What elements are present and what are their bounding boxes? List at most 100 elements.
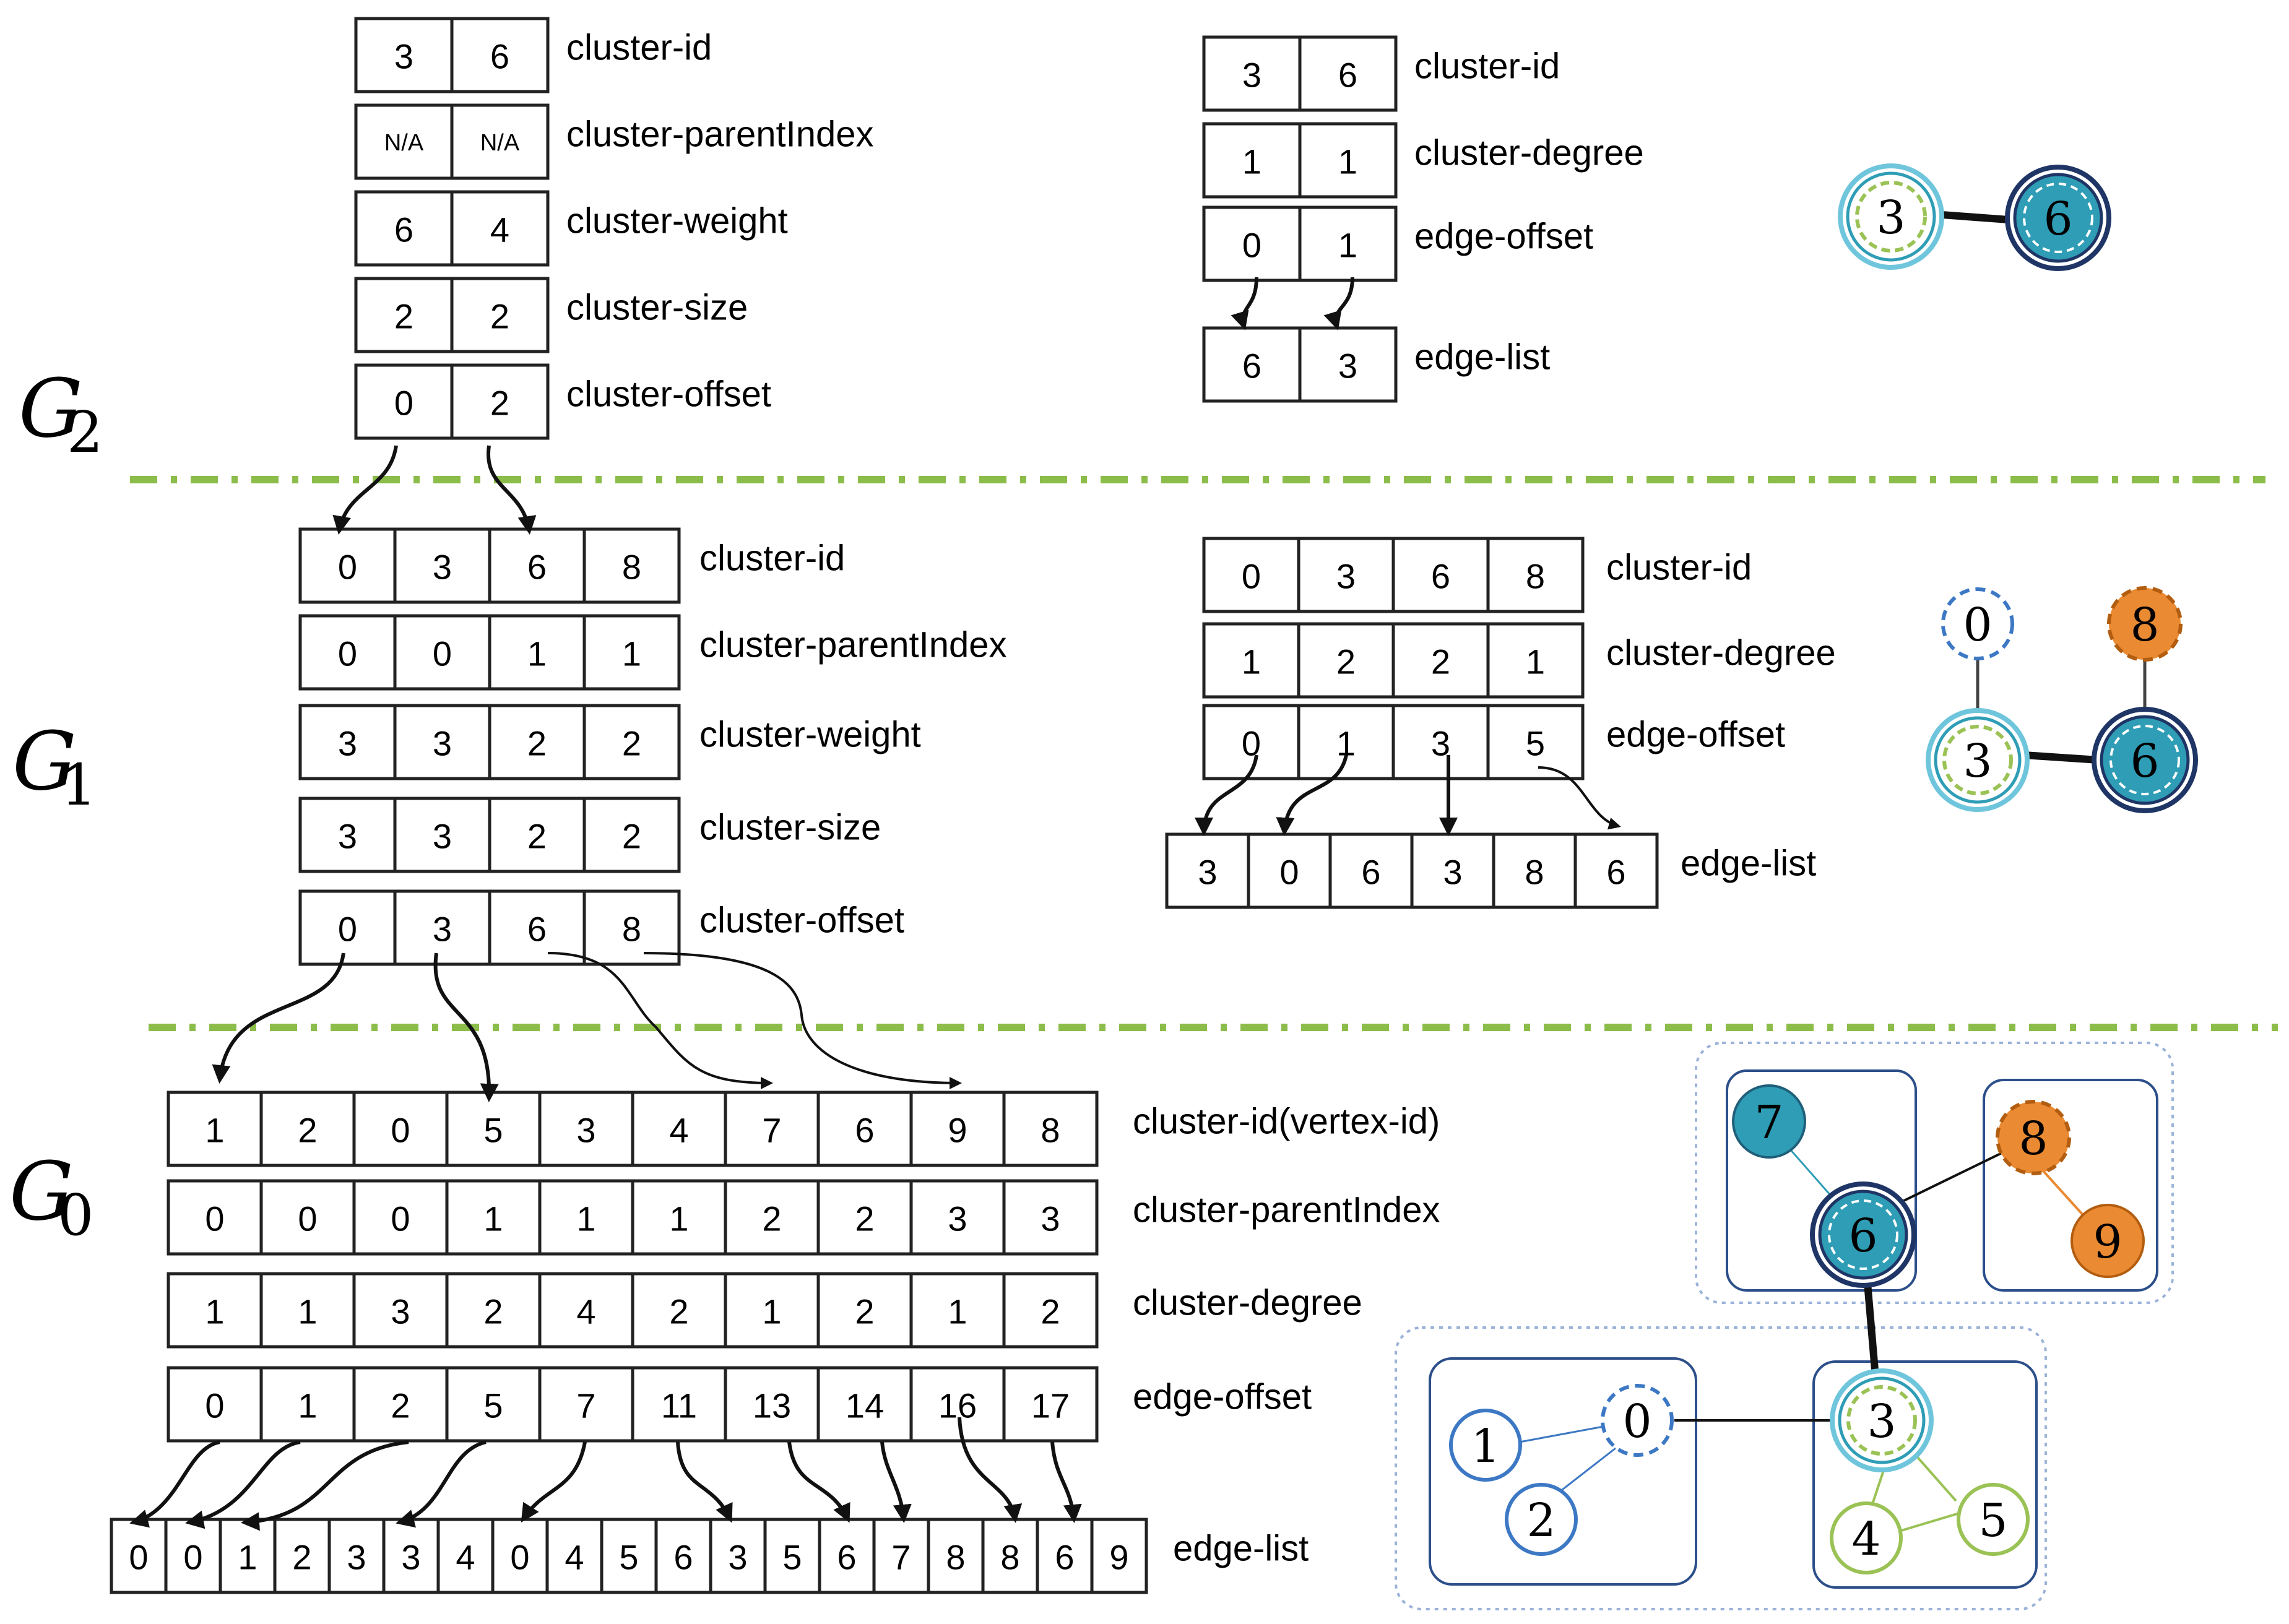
g1-graph-table-row-2-label: edge-offset: [1606, 715, 1785, 755]
g0-node-2-label: 2: [1526, 1494, 1556, 1547]
g1-edge-list-cell-value: 3: [1198, 853, 1217, 892]
g0-edge-list-cell-value: 3: [347, 1538, 366, 1577]
g1-cluster-table-row-0-cell: [582, 527, 681, 604]
g1-cluster-table-row-1-cell-value: 0: [338, 634, 357, 673]
g2-cluster-table-row-4-label: cluster-offset: [566, 374, 771, 415]
g0-node-4-label: 4: [1851, 1513, 1880, 1566]
g0-cluster-table-row-1-cell-value: 2: [762, 1199, 781, 1238]
g2-cluster-table-row-4-cell-value: 0: [394, 384, 413, 423]
g1-cluster-table-row-3-cell-value: 2: [527, 817, 547, 856]
g0-cluster-table-row-3-cell: [1002, 1366, 1099, 1443]
level-label-g0-letter: G: [9, 1144, 74, 1238]
g0-cluster-table-row-1-cell-value: 2: [855, 1199, 874, 1238]
g0-node-3: 3: [1830, 1368, 1934, 1472]
g0-cluster-table-row-3-cell-value: 14: [846, 1386, 884, 1425]
g0-node-7: 7: [1732, 1084, 1806, 1159]
g0-edge-list-cell-value: 6: [673, 1538, 693, 1577]
g1-cluster-table-row-0-cell: [488, 527, 586, 604]
g0-cluster-table-row-1-cell-value: 0: [298, 1199, 317, 1238]
g2-cluster-table-row-0-label: cluster-id: [566, 28, 712, 68]
g0-cluster-table-row-3-cell-value: 13: [753, 1386, 791, 1425]
g1-cluster-table-row-1-label: cluster-parentIndex: [699, 625, 1006, 665]
g0-cluster-table-row-0-cell: [167, 1091, 263, 1167]
g0-cluster-table-row-2-cell-value: 3: [391, 1292, 410, 1331]
g0-edge-list-cell-value: 9: [1109, 1538, 1128, 1577]
g1-edge-list-label: edge-list: [1681, 844, 1816, 884]
arrow-g0-edge-9: [1050, 1441, 1082, 1523]
g2-cluster-table-row-4-cell-value: 2: [490, 384, 509, 423]
g0-node-0: 0: [1601, 1384, 1674, 1457]
g2-cluster-table-row-4-cell: [354, 363, 454, 440]
g0-edge-list-cell-value: 8: [1000, 1538, 1019, 1577]
g0-cluster-box-3: [1812, 1360, 2038, 1589]
g0-cluster-table-row-1-cell-value: 3: [1041, 1199, 1060, 1238]
arrow-g2-offset-1: [486, 445, 537, 535]
arrow-g0-edge-4: [521, 1441, 587, 1523]
g0-cluster-table-row-0-cell: [1002, 1091, 1099, 1167]
g0-cluster-table-row-3-cell: [445, 1366, 542, 1443]
g0-node-6: 6: [1810, 1181, 1916, 1288]
g0-cluster-table-row-3-cell-value: 0: [205, 1386, 224, 1425]
graph-g1-edge-3-6: [2023, 751, 2099, 764]
g0-cluster-table-row-2-cell: [445, 1272, 542, 1349]
g0-cluster-table-row-2-cell: [909, 1272, 1006, 1349]
g0-cluster-table-row-0-cell: [445, 1091, 542, 1167]
g0-edge-list-cell-value: 8: [946, 1538, 965, 1577]
g0-cluster-table-row-2-cell: [538, 1272, 634, 1349]
g1-cluster-table-row-1-cell: [393, 614, 491, 691]
g2-cluster-table-row-0-cell-value: 3: [394, 37, 413, 76]
graph-g2-node-3: 3: [1838, 163, 1944, 270]
g1-cluster-table-row-4-cell: [298, 889, 397, 966]
graph-g2-node-3-label: 3: [1876, 191, 1905, 244]
g1-cluster-table-row-2-cell-value: 2: [527, 724, 547, 763]
g2-cluster-table-row-1-cell-value: N/A: [480, 130, 520, 156]
g0-node-1-label: 1: [1471, 1420, 1500, 1473]
graph-g1-node-3: 3: [1926, 708, 2030, 812]
g2-graph-table-row-2-cell: [1202, 205, 1302, 282]
g0-cluster-table-row-0-cell-value: 4: [669, 1111, 688, 1150]
g1-graph-table-row-0-label: cluster-id: [1606, 548, 1752, 588]
graph-g1-node-6: 6: [2092, 707, 2198, 813]
g1-edge-list-cell-value: 3: [1443, 853, 1462, 892]
g0-node-7-label: 7: [1754, 1096, 1783, 1149]
arrow-g1-offset-1: [433, 952, 499, 1102]
graph-g1: 0 8 3 6: [1926, 586, 2198, 813]
level-label-g2-sub: 2: [67, 399, 103, 465]
g1-cluster-table-row-3-cell: [393, 797, 491, 873]
g1-edge-list-cell-value: 6: [1361, 853, 1380, 892]
arrow-g0-edge-2: [241, 1440, 409, 1531]
g1-cluster-table-row-3-cell: [582, 797, 681, 873]
g2-cluster-table-row-3-label: cluster-size: [566, 288, 748, 328]
arrow-g1-edge-1: [1276, 754, 1348, 836]
g0-edge-list-cell: [273, 1518, 331, 1594]
arrow-g2-offset-0: [332, 445, 398, 535]
level-label-g0: G 0: [9, 1144, 94, 1248]
g1-cluster-table-row-1-cell-value: 0: [433, 634, 452, 673]
g2-cluster-table-row-3-cell: [450, 277, 550, 353]
g1-graph-table-row-0-cell-value: 3: [1336, 557, 1356, 596]
g0-cluster-table-row-0-cell-value: 6: [855, 1111, 874, 1150]
g2-graph-table-row-0-cell-value: 6: [1338, 56, 1357, 95]
g0-edge-list-cell-value: 6: [1055, 1538, 1074, 1577]
g0-edge-list-cell-value: 3: [401, 1538, 420, 1577]
g1-graph-table-row-2-cell: [1486, 704, 1585, 780]
g0-node-3-label: 3: [1867, 1395, 1896, 1448]
g0-edge-list-cell: [927, 1518, 985, 1594]
g0-cluster-table-row-3-cell-value: 17: [1031, 1386, 1070, 1425]
g0-cluster-table-row-3-cell-value: 5: [483, 1386, 503, 1425]
g0-cluster-box-0: [1429, 1357, 1697, 1586]
g0-edge-list-cell-value: 5: [782, 1538, 802, 1577]
g0-cluster-table-row-2-cell-value: 1: [762, 1292, 781, 1331]
g0-cluster-table-row-0-cell-value: 0: [391, 1111, 410, 1150]
g1-edge-list-cell-value: 0: [1279, 853, 1299, 892]
g1-graph-table-row-2-cell: [1297, 704, 1395, 780]
g1-graph-table-row-0-cell: [1486, 537, 1585, 613]
level-label-g1-sub: 1: [61, 752, 97, 818]
g1-edge-list-cell: [1328, 832, 1414, 909]
